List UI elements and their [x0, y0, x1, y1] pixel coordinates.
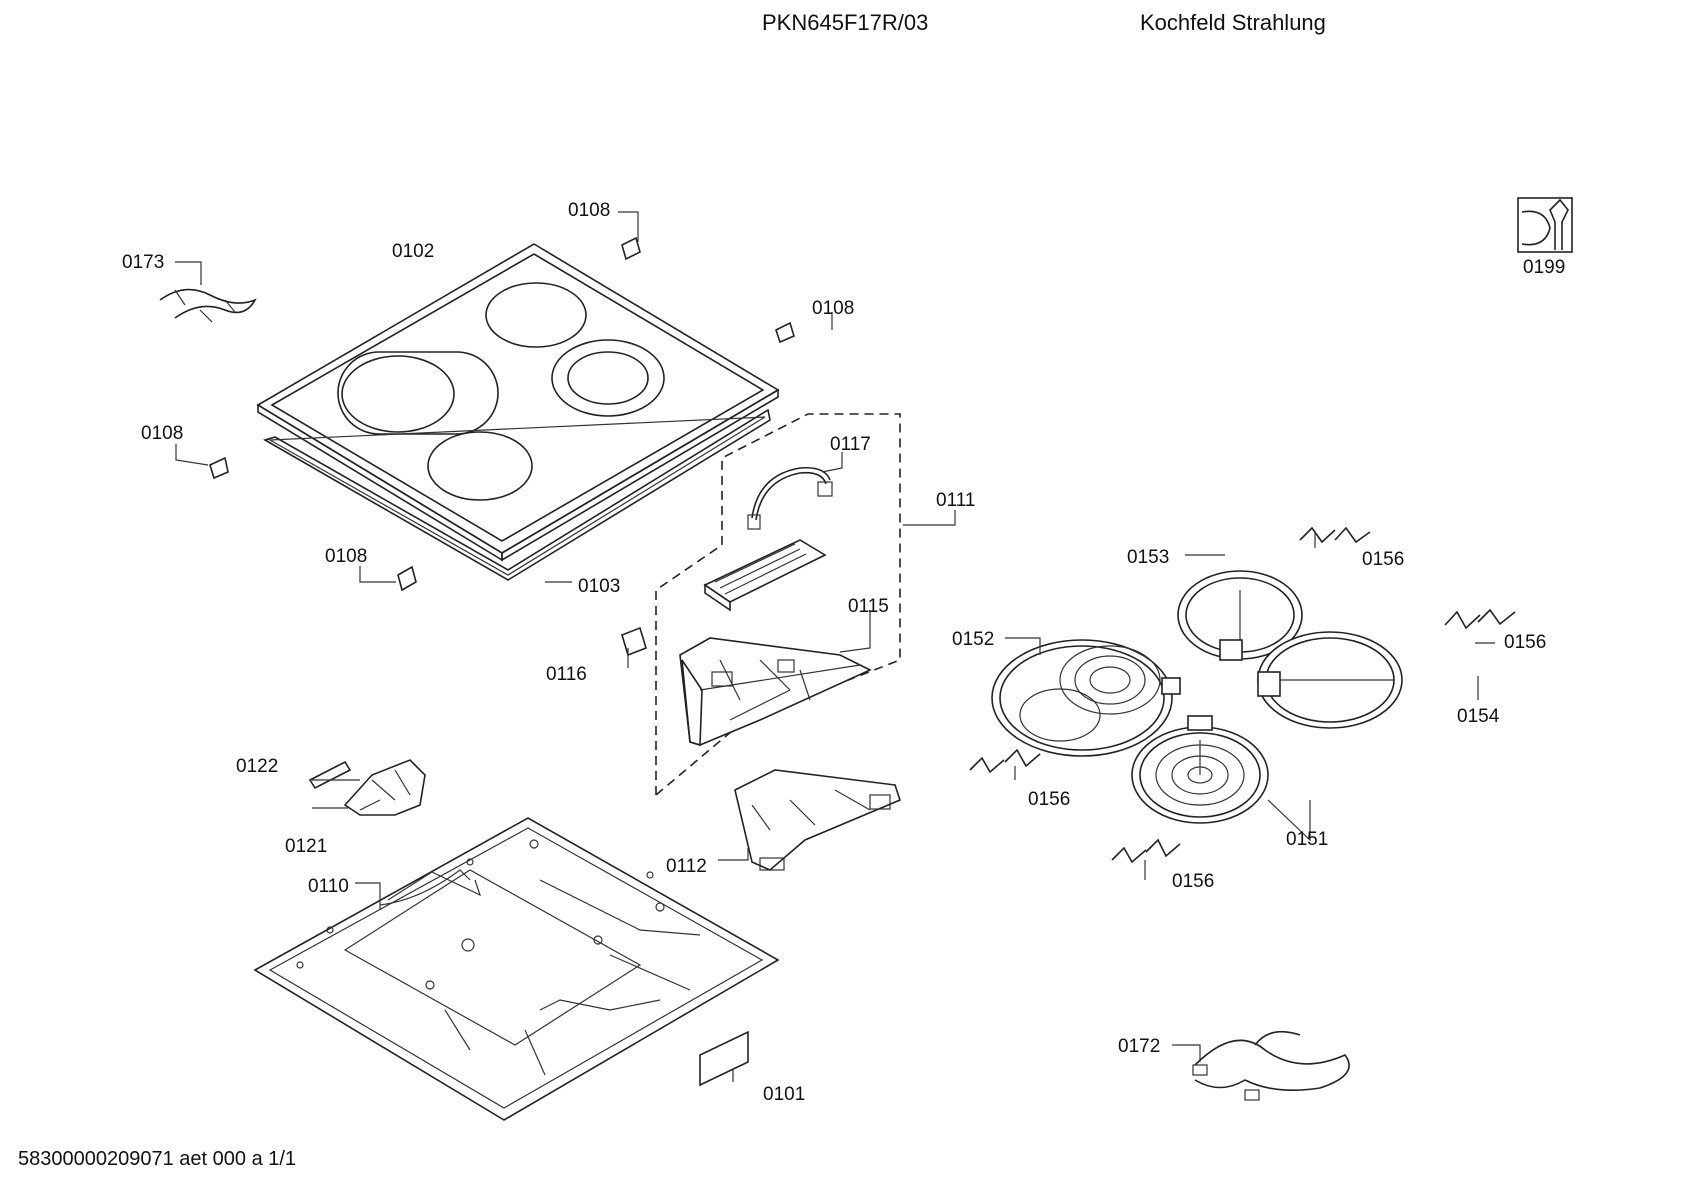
label-0101: 0101 [763, 1084, 805, 1105]
label-0112: 0112 [666, 856, 707, 877]
label-0173: 0173 [122, 252, 164, 273]
label-0110: 0110 [308, 876, 349, 897]
label-0122: 0122 [236, 756, 278, 777]
model-number: PKN645F17R/03 [762, 10, 929, 35]
clip-0116-part[interactable] [621, 626, 647, 657]
power-board-part[interactable] [734, 769, 901, 871]
control-board-part[interactable] [703, 539, 827, 612]
cable-0173-part[interactable] [159, 288, 257, 323]
diagram-title: Kochfeld Strahlung [1140, 10, 1326, 35]
heating-element-0152[interactable] [991, 639, 1181, 757]
label-0108-top: 0108 [568, 200, 610, 221]
label-0108-left: 0108 [141, 423, 183, 444]
cable-0172-part[interactable] [1192, 1030, 1350, 1101]
label-0151: 0151 [1286, 829, 1328, 850]
label-0153: 0153 [1127, 547, 1169, 568]
leader-lines [175, 211, 1495, 1082]
cable-harness-part[interactable] [747, 466, 833, 530]
heating-element-0151[interactable] [1131, 715, 1269, 824]
label-0152: 0152 [952, 629, 994, 650]
gasket-frame-part[interactable] [262, 408, 771, 581]
terminal-block-part[interactable] [343, 759, 426, 816]
heating-element-0154[interactable] [1257, 631, 1403, 729]
mounting-bracket-part[interactable] [308, 760, 352, 790]
label-0121: 0121 [285, 836, 327, 857]
label-0156-left: 0156 [1028, 789, 1070, 810]
holding-spring-part[interactable] [969, 526, 1516, 864]
label-0115: 0115 [848, 596, 889, 617]
label-0111: 0111 [936, 490, 975, 511]
label-0108-right: 0108 [812, 298, 854, 319]
label-0117: 0117 [830, 434, 871, 455]
ceramic-cooktop-part[interactable] [256, 243, 780, 562]
label-0156-right: 0156 [1504, 632, 1546, 653]
label-0172: 0172 [1118, 1036, 1160, 1057]
label-0154: 0154 [1457, 706, 1500, 727]
control-housing-part[interactable] [679, 637, 872, 747]
label-0102: 0102 [392, 241, 434, 262]
label-0103: 0103 [578, 576, 620, 597]
label-0199: 0199 [1523, 257, 1565, 278]
label-0116: 0116 [546, 664, 587, 685]
label-0108-bottom: 0108 [325, 546, 367, 567]
heating-element-0153[interactable] [1177, 570, 1303, 661]
wrench-icon [1517, 197, 1573, 253]
label-0156-top: 0156 [1362, 549, 1404, 570]
label-0156-bottom: 0156 [1172, 871, 1214, 892]
housing-tray-part[interactable] [253, 817, 780, 1121]
document-code: 58300000209071 aet 000 a 1/1 [18, 1148, 297, 1170]
type-plate-part[interactable] [699, 1030, 749, 1087]
clamp-part[interactable] [209, 236, 795, 592]
